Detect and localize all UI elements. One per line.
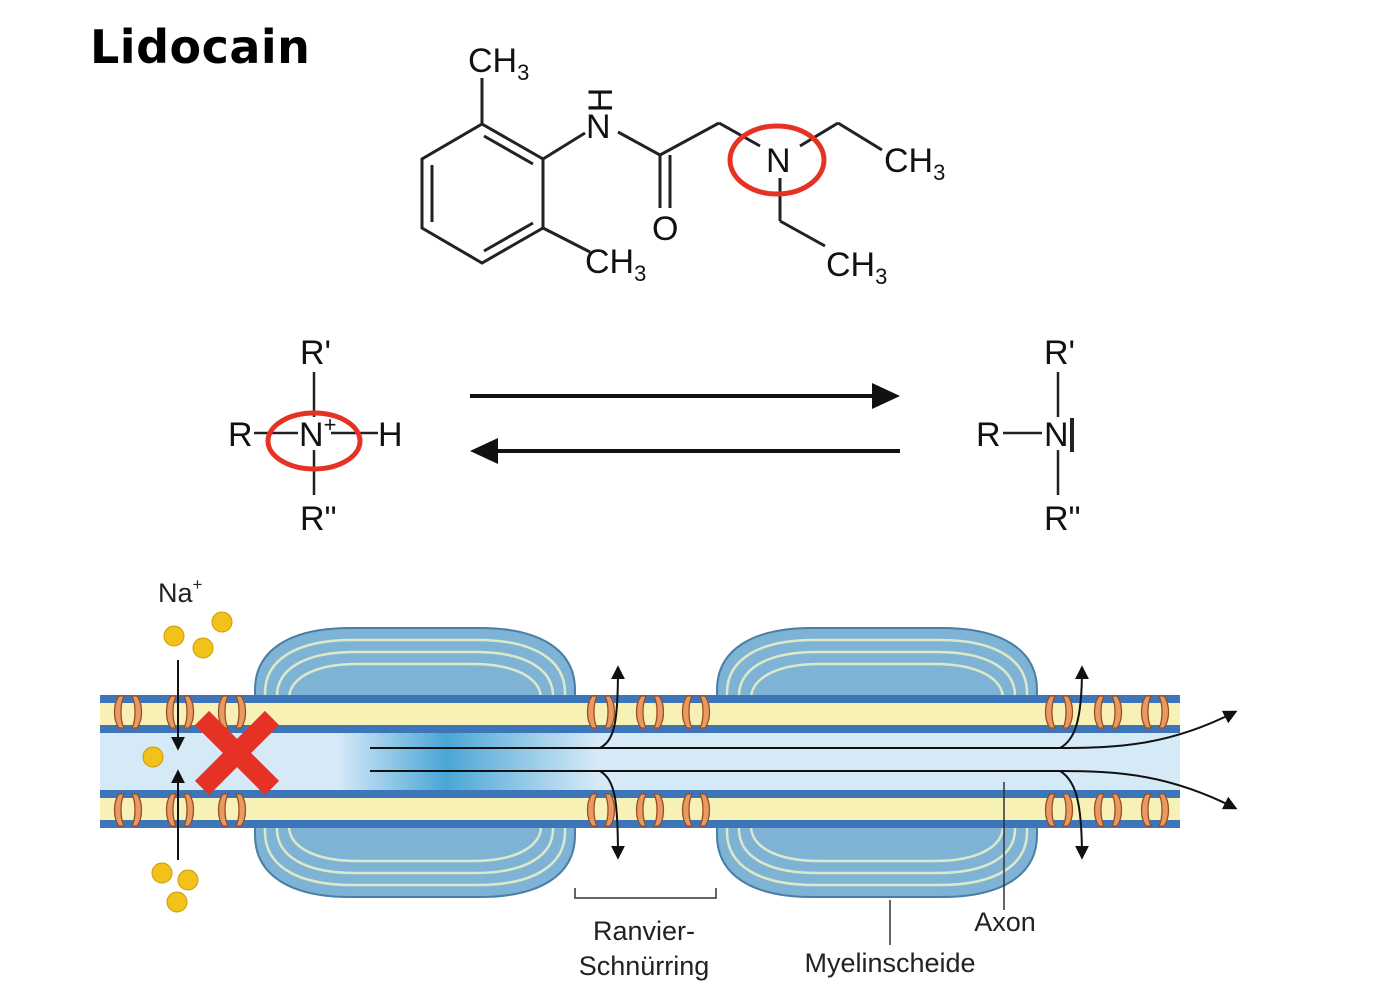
r-right-label: R: [976, 416, 1001, 454]
r-prime-left-label: R': [300, 334, 331, 372]
myelin-sheath-right: [716, 627, 1038, 898]
r-double-left-label: R": [300, 500, 337, 538]
equilibrium-left-structure: R' R" R N+ H: [228, 334, 403, 538]
ch3-bottom-label: CH3: [585, 243, 646, 286]
equilibrium-arrows: [470, 383, 900, 464]
ammonium-highlight-circle: [265, 410, 363, 472]
sodium-ions: [142, 611, 233, 913]
amide-h-label: H: [582, 88, 620, 113]
ranvier-label-line2: Schnürring: [579, 951, 710, 981]
current-flow-lines: [171, 660, 1238, 860]
axoplasm: [100, 733, 1180, 790]
h-left-label: H: [378, 416, 403, 454]
ch3-right-upper-label: CH3: [884, 142, 945, 185]
sodium-label: Na+: [158, 575, 203, 608]
n-right-label: N: [1044, 416, 1069, 454]
r-double-right-label: R": [1044, 500, 1081, 538]
r-prime-right-label: R': [1044, 334, 1075, 372]
ch3-right-lower-label: CH3: [826, 246, 887, 289]
myelin-sheath-left: [254, 627, 576, 898]
reverse-arrow-head: [470, 438, 498, 464]
amine-highlight-circle: [727, 123, 827, 197]
forward-arrow-head: [872, 383, 900, 409]
r-left-label: R: [228, 416, 253, 454]
label-leader-lines: [574, 782, 1005, 945]
ranvier-label-line1: Ranvier-: [593, 916, 695, 946]
myelin-label: Myelinscheide: [804, 948, 975, 978]
n-plus-label: N+: [299, 412, 336, 454]
myelinated-axon: [100, 611, 1238, 945]
lidocaine-structure: [420, 78, 883, 265]
lower-membrane-inner: [100, 790, 1180, 798]
block-x-mark: [194, 710, 280, 796]
equilibrium-right-structure: R' R" R N: [976, 334, 1081, 538]
amide-n-label: N: [586, 108, 611, 146]
axon-label: Axon: [974, 907, 1036, 937]
upper-membrane-inner: [100, 725, 1180, 733]
carbonyl-o-label: O: [652, 210, 678, 248]
ch3-top-label: CH3: [468, 42, 529, 85]
figure-title: Lidocain: [90, 20, 311, 74]
amine-n-label: N: [766, 142, 791, 180]
